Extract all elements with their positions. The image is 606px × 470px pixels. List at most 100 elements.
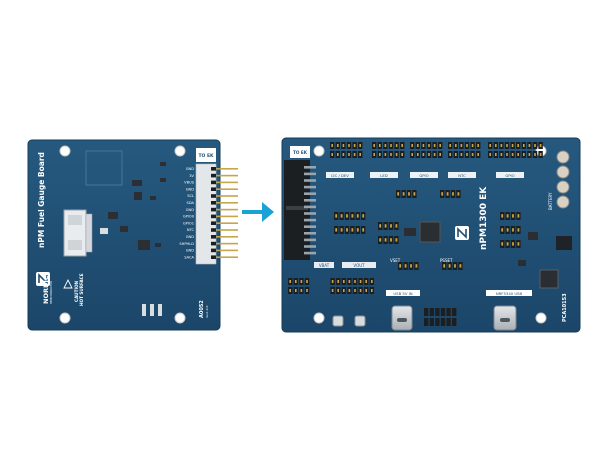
pin-tip bbox=[401, 144, 403, 147]
jumper-tip bbox=[517, 214, 520, 218]
fuel-gauge-part-rev: rev1.0.0 bbox=[205, 305, 209, 318]
pin-tip bbox=[495, 144, 497, 147]
pin-base bbox=[211, 207, 216, 212]
header-label: I2C / DEV bbox=[331, 173, 349, 178]
pin-tip bbox=[460, 153, 463, 156]
header-label-bg bbox=[326, 172, 354, 178]
pin-tip bbox=[466, 144, 468, 147]
jumper-tip bbox=[390, 224, 392, 228]
pin-tip bbox=[390, 144, 392, 147]
jumper-tip bbox=[351, 214, 354, 218]
jumper-tip bbox=[340, 228, 343, 232]
pin-tip bbox=[471, 144, 474, 147]
board-components bbox=[100, 162, 166, 316]
pin-tip bbox=[365, 280, 367, 283]
pin-label: 3V bbox=[189, 174, 194, 178]
pin-base bbox=[211, 194, 216, 198]
header-label: NTC bbox=[458, 173, 466, 178]
header-pin bbox=[424, 308, 429, 316]
socket-pin bbox=[304, 192, 316, 195]
pin-label: NTC bbox=[187, 228, 195, 232]
jumper-tip bbox=[441, 192, 444, 196]
to-ek-socket: TO EK bbox=[284, 146, 316, 260]
pin-tip bbox=[449, 144, 451, 147]
socket-pin bbox=[304, 232, 316, 235]
socket-pin bbox=[304, 212, 316, 215]
pin-tip bbox=[306, 280, 308, 283]
header-label: GPIO bbox=[505, 173, 514, 178]
jumper-tip bbox=[346, 228, 348, 232]
pin-base bbox=[211, 221, 216, 225]
jumper-tip bbox=[452, 192, 454, 196]
pin-tip bbox=[449, 153, 451, 156]
header-label-bg bbox=[496, 172, 524, 178]
pin-base bbox=[211, 241, 216, 246]
pin-tip bbox=[390, 153, 392, 156]
pin-tip bbox=[506, 153, 508, 156]
header-pin bbox=[216, 181, 238, 184]
header-pin bbox=[440, 308, 446, 316]
header-pin bbox=[216, 229, 238, 231]
socket-pin bbox=[304, 179, 316, 182]
pin-tip bbox=[517, 144, 519, 147]
socket-pin bbox=[304, 199, 316, 202]
pmic-chip bbox=[404, 221, 441, 243]
jumper-tip bbox=[335, 214, 338, 218]
pin-tip bbox=[534, 144, 536, 147]
jumper-tip bbox=[446, 192, 449, 196]
pin-tip bbox=[433, 153, 436, 156]
pin-tip bbox=[506, 144, 508, 147]
jumper-tip bbox=[356, 214, 359, 218]
jumper-tip bbox=[410, 264, 412, 268]
jumper-tip bbox=[501, 242, 504, 246]
header-pin bbox=[216, 242, 238, 245]
jumper-tip bbox=[402, 192, 405, 196]
pin-tip bbox=[343, 280, 345, 283]
jumper-tip bbox=[395, 238, 398, 242]
jumper-tip bbox=[448, 264, 451, 268]
socket-pin bbox=[304, 172, 316, 176]
jumper-tip bbox=[397, 192, 400, 196]
pin-tip bbox=[379, 144, 381, 147]
socket-pin bbox=[304, 245, 316, 248]
pin-tip bbox=[395, 144, 398, 147]
caution-warning: CAUTION HOT SURFACE bbox=[63, 273, 84, 306]
jumper-tip bbox=[384, 238, 387, 242]
jumper-blocks bbox=[334, 190, 521, 270]
jumper-tip bbox=[501, 214, 504, 218]
pin-base bbox=[211, 167, 216, 171]
nrf5340-usb-label: NRF5340 USB bbox=[496, 291, 523, 296]
jumper-tip bbox=[390, 238, 392, 242]
pin-base bbox=[211, 180, 216, 185]
pin-tip bbox=[517, 153, 519, 156]
ek-part-code: PCA10153 bbox=[562, 293, 568, 322]
pin-tip bbox=[337, 289, 339, 292]
jumper-tip bbox=[413, 192, 416, 196]
header-pin bbox=[452, 308, 457, 316]
socket-pin bbox=[304, 185, 316, 189]
jumper-tip bbox=[379, 224, 382, 228]
usb-5v-label: USB 5V IN bbox=[393, 291, 412, 296]
pin-tip bbox=[353, 144, 356, 147]
jumper-tip bbox=[517, 242, 520, 246]
jumper-tip bbox=[362, 228, 365, 232]
pin-tip bbox=[300, 289, 303, 292]
jumper-tip bbox=[351, 228, 354, 232]
pin-tip bbox=[365, 289, 367, 292]
to-ek-header: TO EK GND3VVBUSGNDSCLSDAGNDGPIO0GPIO1NTC… bbox=[179, 148, 238, 265]
to-ek-socket-label: TO EK bbox=[293, 150, 308, 155]
pin-tip bbox=[359, 280, 362, 283]
pin-tip bbox=[428, 153, 430, 156]
fuel-gauge-board-title: nPM Fuel Gauge Board bbox=[37, 152, 46, 248]
socket-pin bbox=[304, 225, 316, 228]
pin-tip bbox=[477, 144, 479, 147]
jumper-tip bbox=[384, 224, 387, 228]
pin-tip bbox=[373, 144, 375, 147]
pin-tip bbox=[300, 280, 303, 283]
pin-tip bbox=[401, 153, 403, 156]
pin-tip bbox=[489, 144, 491, 147]
jumper-tip bbox=[512, 214, 514, 218]
header-pin bbox=[424, 318, 429, 326]
socket-pin bbox=[304, 218, 316, 222]
header-pin bbox=[216, 195, 238, 197]
